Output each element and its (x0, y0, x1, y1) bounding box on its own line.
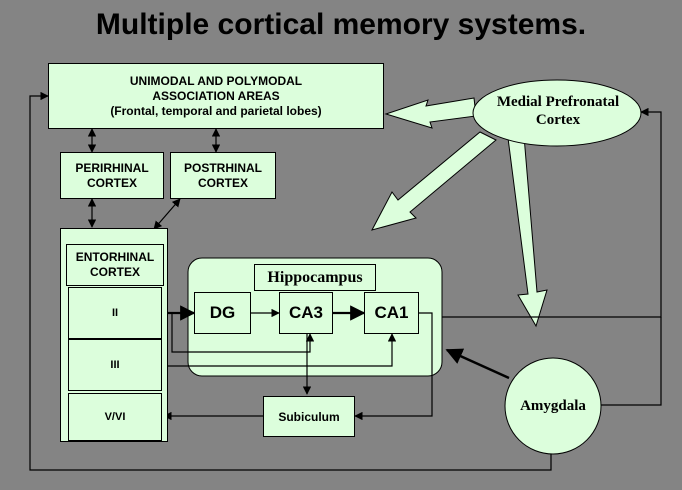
association-areas-node: UNIMODAL AND POLYMODAL ASSOCIATION AREAS… (48, 63, 384, 129)
entorhinal-line-2: CORTEX (89, 265, 140, 279)
layer-ii-node: II (68, 287, 162, 339)
ca1-to-subiculum-arrow (354, 312, 433, 421)
association-line-1: UNIMODAL AND POLYMODAL (129, 73, 303, 88)
amygdala-node (504, 357, 602, 455)
association-line-3: (Frontal, temporal and parietal lobes) (110, 103, 322, 118)
hippocampus-label: Hippocampus (254, 264, 376, 291)
dg-label: DG (209, 303, 236, 322)
postrhinal-cortex-node: POSTRHINAL CORTEX (170, 152, 276, 199)
entorhinal-cortex-node: ENTORHINAL CORTEX (66, 244, 164, 286)
subiculum-label: Subiculum (278, 409, 340, 424)
subiculum-node: Subiculum (263, 396, 355, 437)
perirhinal-cortex-node: PERIRHINAL CORTEX (60, 152, 164, 199)
ca3-label: CA3 (288, 303, 323, 322)
entorhinal-line-1: ENTORHINAL (75, 250, 155, 264)
layer-iii-node: III (68, 339, 162, 391)
ca1-to-mpfc-arrow (442, 107, 662, 318)
mpfc-line-1: Medial Prefronatal (496, 94, 620, 110)
mpfc-node (472, 79, 642, 147)
mpfc-to-association-arrow (384, 97, 477, 129)
layer-vvi-node: V/VI (68, 393, 162, 441)
ca3-node: CA3 (279, 292, 333, 334)
amygdala-label: Amygdala (505, 398, 601, 415)
layer-iii-to-ca1-arrow (161, 333, 397, 367)
postrhinal-line-2: CORTEX (197, 175, 248, 190)
ca1-label: CA1 (374, 303, 409, 322)
amygdala-to-mpfc-line (600, 317, 662, 406)
amygdala-to-association-arrow (29, 91, 552, 471)
perirhinal-line-2: CORTEX (86, 175, 137, 190)
layer-vvi-label: V/VI (104, 411, 126, 423)
hippocampus-text: Hippocampus (267, 268, 363, 286)
mpfc-to-amygdala-arrow (507, 135, 548, 328)
layer-ii-label: II (111, 307, 119, 319)
ca1-node: CA1 (364, 292, 419, 334)
postrhinal-line-1: POSTRHINAL (184, 160, 262, 175)
layer-iii-label: III (110, 359, 120, 371)
mpfc-to-hippocampus-arrow (371, 131, 497, 231)
mpfc-label: Medial Prefronatal Cortex (474, 93, 642, 129)
mpfc-line-2: Cortex (535, 112, 581, 128)
association-line-2: ASSOCIATION AREAS (152, 88, 280, 103)
page-title: Multiple cortical memory systems. (95, 8, 587, 41)
perirhinal-line-1: PERIRHINAL (75, 160, 149, 175)
amygdala-text: Amygdala (520, 398, 586, 414)
layer-ii-to-ca3-arrow (171, 313, 315, 353)
amygdala-to-hippocampus-arrow (445, 348, 510, 380)
postrhinal-entorhinal-arrow (153, 198, 181, 230)
dg-node: DG (194, 292, 251, 334)
